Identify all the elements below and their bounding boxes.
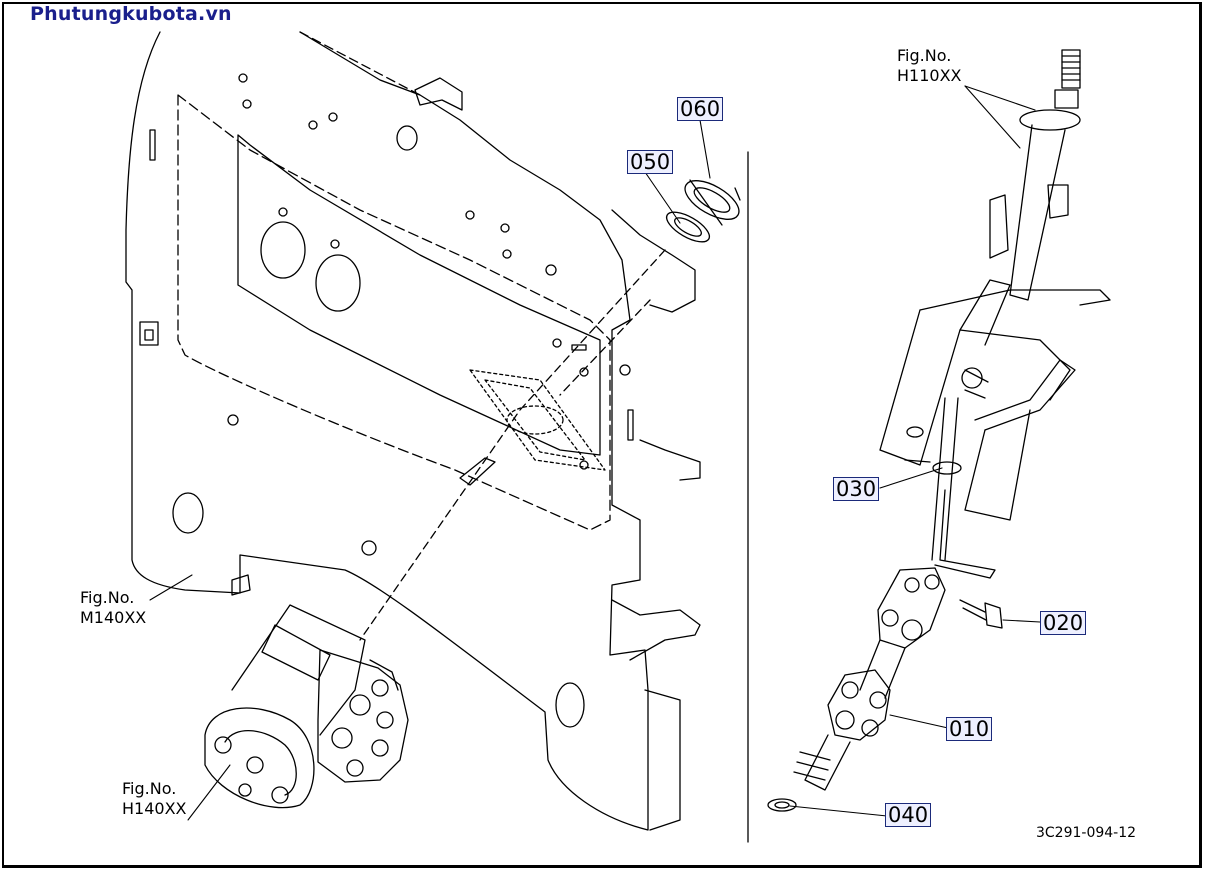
- figref-h110-line2: H110XX: [897, 66, 962, 85]
- callout-020[interactable]: 020: [1040, 611, 1087, 635]
- figref-m140-line2: M140XX: [80, 608, 147, 627]
- assembly-lines: [359, 249, 666, 641]
- figref-m140[interactable]: Fig.No. M140XX: [80, 588, 146, 628]
- figref-h140-line2: H140XX: [122, 799, 187, 818]
- figref-m140-line1: Fig.No.: [80, 588, 135, 607]
- callout-060[interactable]: 060: [677, 97, 724, 121]
- figref-h110-line1: Fig.No.: [897, 46, 952, 65]
- callout-040[interactable]: 040: [885, 803, 932, 827]
- drawing-code: 3C291-094-12: [1036, 825, 1137, 841]
- leader-lines: [149, 85, 1041, 821]
- bearing-and-seal: [665, 179, 741, 243]
- figref-h140-line1: Fig.No.: [122, 779, 177, 798]
- watermark-text: Phutungkubota.vn: [30, 3, 232, 25]
- figref-h140[interactable]: Fig.No. H140XX: [122, 779, 187, 819]
- diagram-frame: [2, 2, 1202, 868]
- steering-column: [767, 49, 1111, 812]
- figref-h110[interactable]: Fig.No. H110XX: [897, 46, 962, 86]
- steering-pump: [204, 604, 409, 809]
- callout-010[interactable]: 010: [946, 717, 993, 741]
- callout-050[interactable]: 050: [627, 150, 674, 174]
- dash-panel: [125, 31, 701, 831]
- callout-030[interactable]: 030: [833, 477, 880, 501]
